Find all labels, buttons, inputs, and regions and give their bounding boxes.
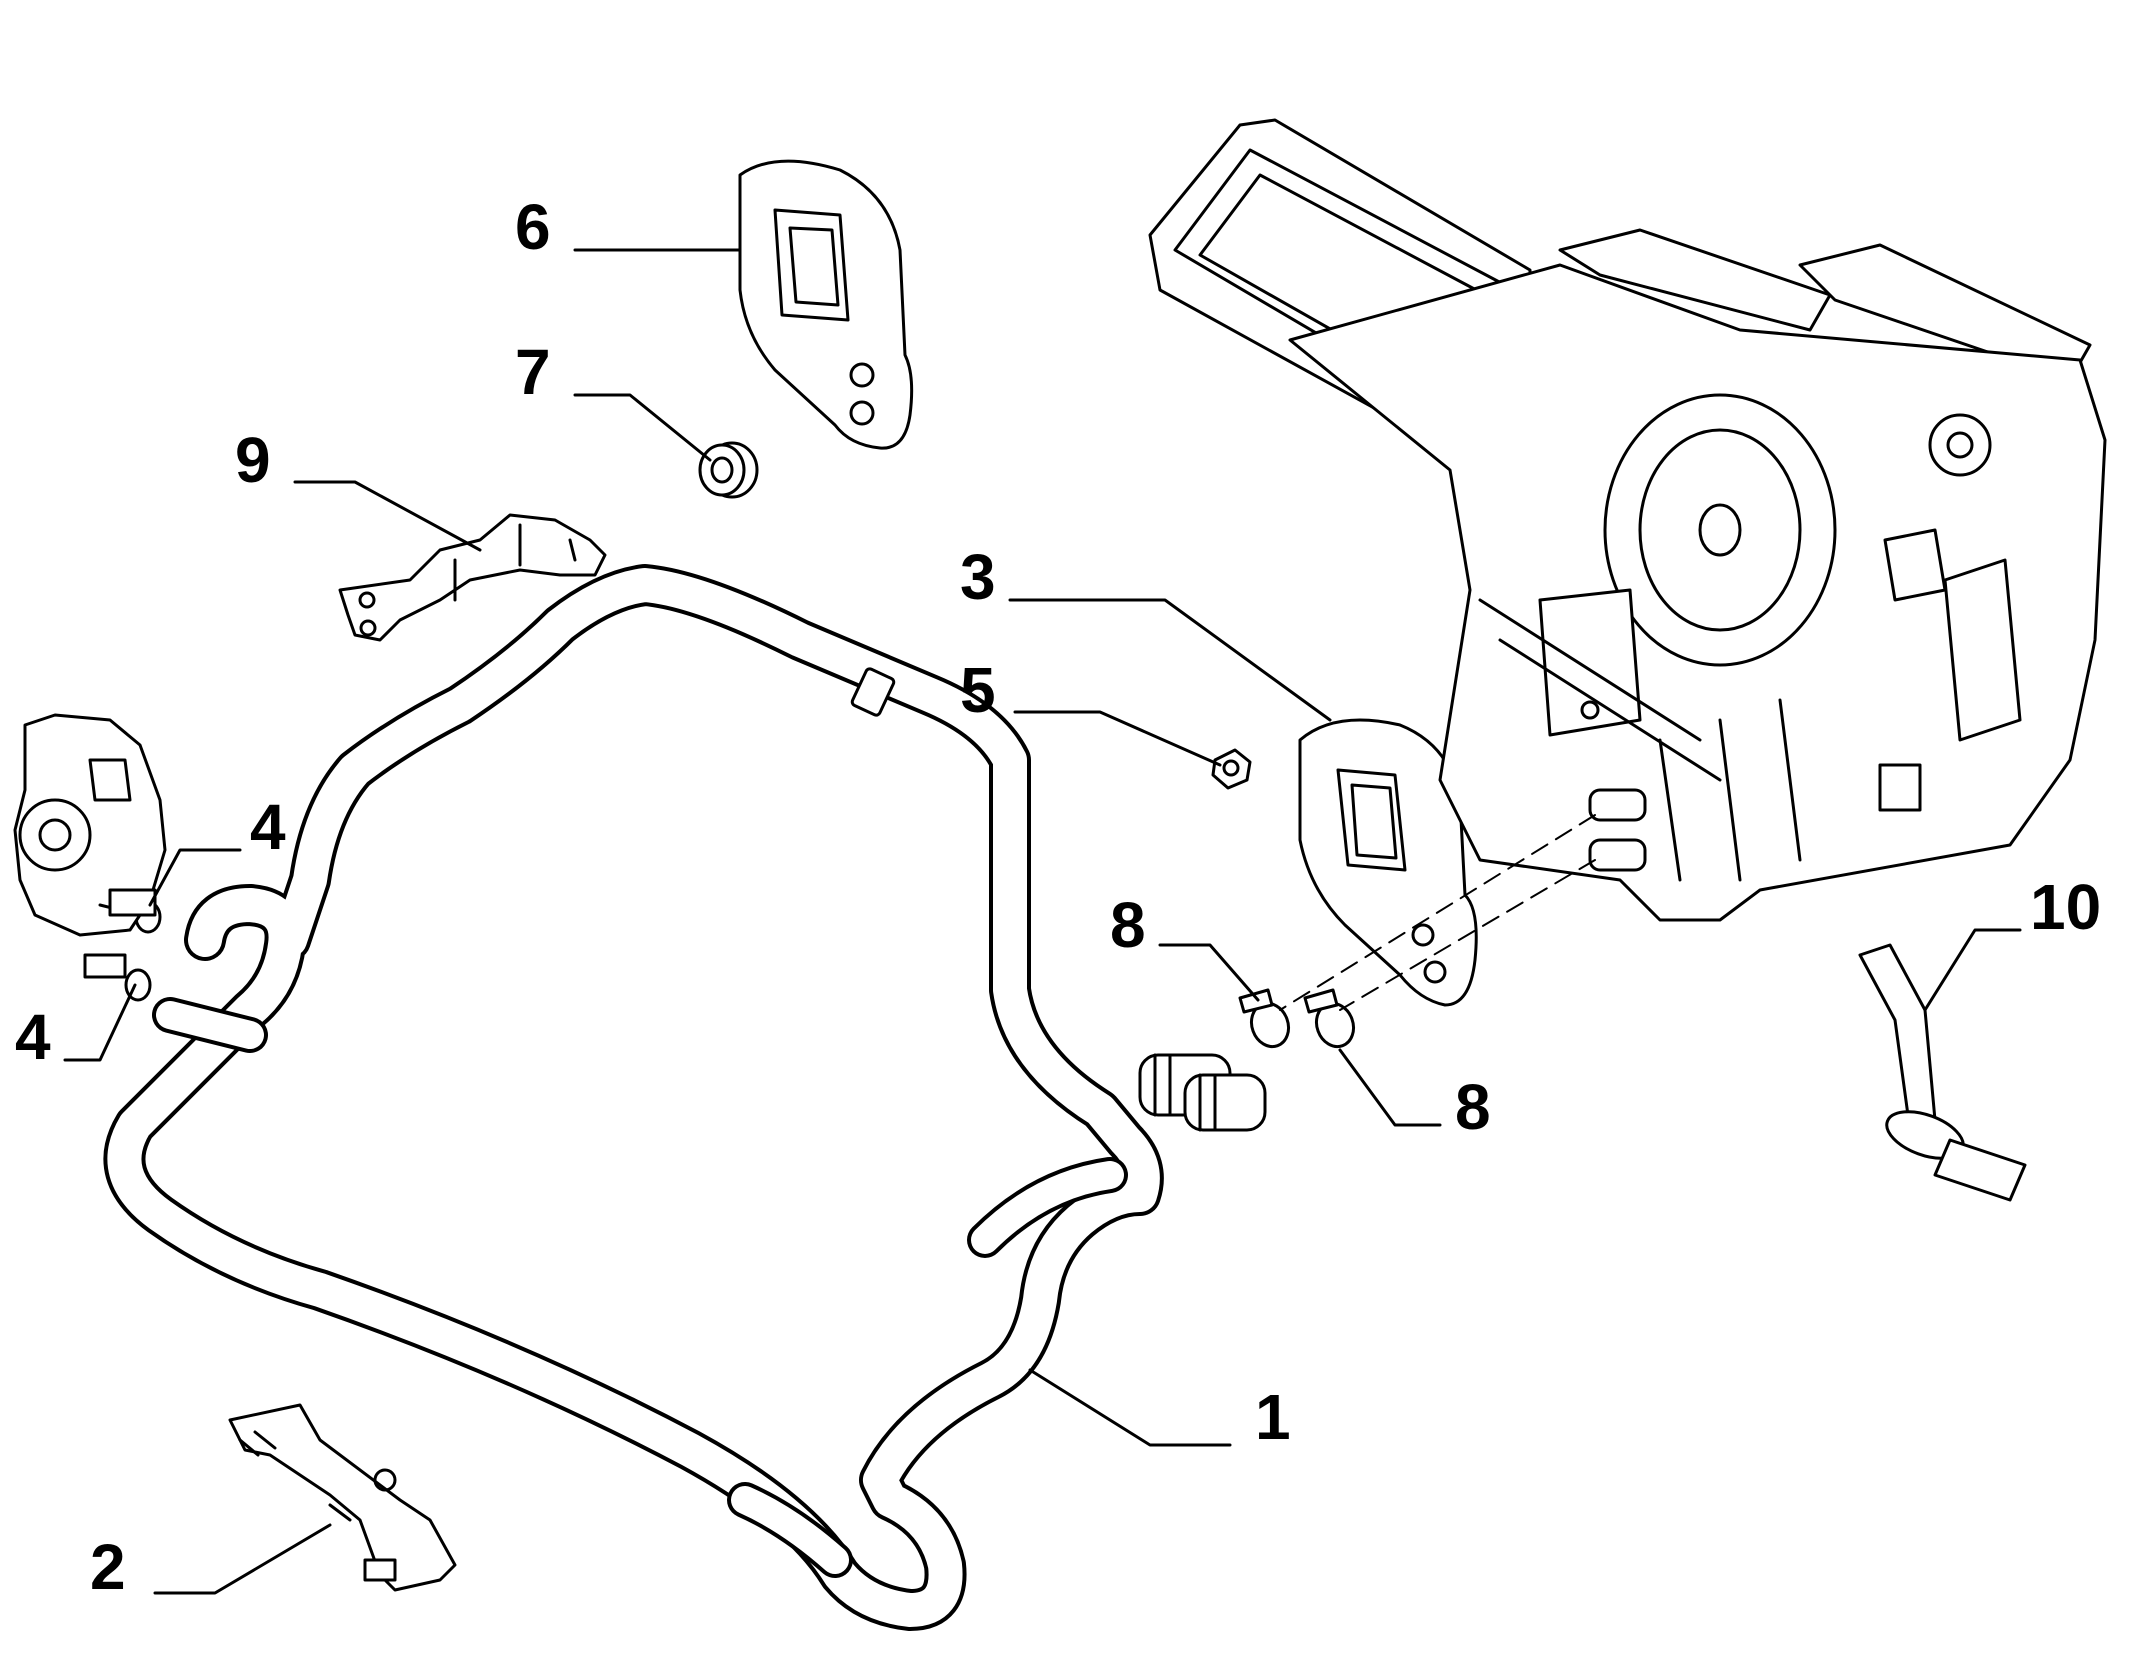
leader-8b (1338, 1048, 1442, 1127)
label-part-9: 9 (235, 424, 271, 496)
leader-7 (573, 393, 712, 462)
leader-2 (153, 1523, 332, 1595)
leader-4b (63, 983, 137, 1062)
label-part-2: 2 (90, 1531, 126, 1603)
leader-3 (1008, 598, 1332, 722)
label-part-4-lower: 4 (15, 1001, 51, 1073)
leader-lines (63, 248, 2022, 1595)
part-6-gasket (738, 159, 914, 450)
part-1-heater-hose (103, 564, 1267, 1631)
label-part-1: 1 (1255, 1381, 1291, 1453)
part-3-gasket (1298, 718, 1478, 1007)
assembly-lines (1279, 814, 1596, 1011)
label-part-4-upper: 4 (250, 791, 286, 863)
label-part-7: 7 (515, 336, 551, 408)
label-part-5: 5 (960, 654, 996, 726)
part-7-grommet (698, 441, 759, 499)
leader-1 (1028, 1368, 1232, 1447)
label-part-8-lower: 8 (1455, 1071, 1491, 1143)
part-5-nut (1211, 748, 1252, 790)
part-10-drain-tube (1858, 943, 2027, 1202)
label-part-8-upper: 8 (1110, 889, 1146, 961)
part-2-bracket (228, 1403, 457, 1592)
leader-5 (1013, 710, 1222, 767)
label-part-3: 3 (960, 541, 996, 613)
part-9-bracket (338, 513, 607, 642)
valve-body-assembly (13, 713, 167, 979)
label-part-6: 6 (515, 191, 551, 263)
label-part-10: 10 (2030, 871, 2102, 943)
hvac-housing (1148, 118, 2107, 922)
leader-8a (1158, 943, 1260, 1002)
part-8-hose-clamps (1238, 988, 1356, 1049)
leader-9 (293, 480, 482, 552)
leader-10 (1923, 928, 2022, 1012)
leader-4a (148, 848, 242, 907)
